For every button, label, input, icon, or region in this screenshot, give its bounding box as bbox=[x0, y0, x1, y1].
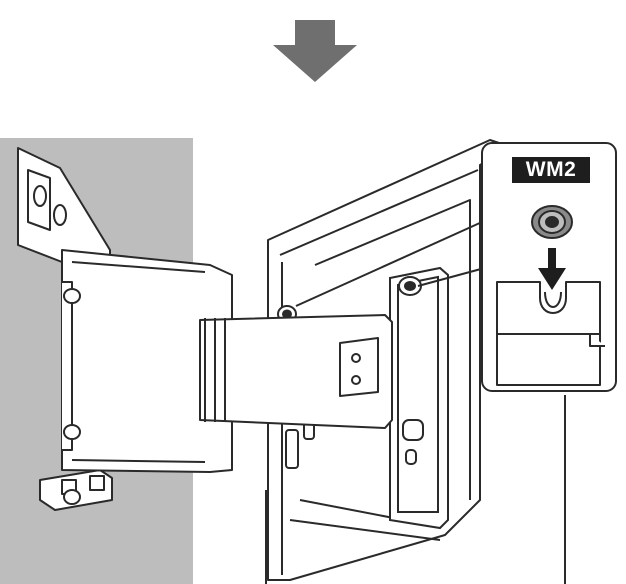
tv-bracket bbox=[389, 266, 449, 530]
callout-leaders bbox=[265, 221, 566, 584]
wm2-label: WM2 bbox=[512, 157, 590, 183]
bolt-upper-right-icon bbox=[398, 276, 422, 296]
arm-bolt-top-icon bbox=[63, 288, 81, 304]
swing-arm bbox=[61, 249, 393, 473]
arm-bolt-bottom-icon bbox=[63, 424, 81, 505]
step-down-arrow-icon bbox=[273, 20, 357, 82]
wm2-bolt-icon bbox=[531, 205, 573, 239]
insert-down-arrow-icon bbox=[538, 248, 566, 290]
slot-bracket bbox=[496, 281, 605, 386]
